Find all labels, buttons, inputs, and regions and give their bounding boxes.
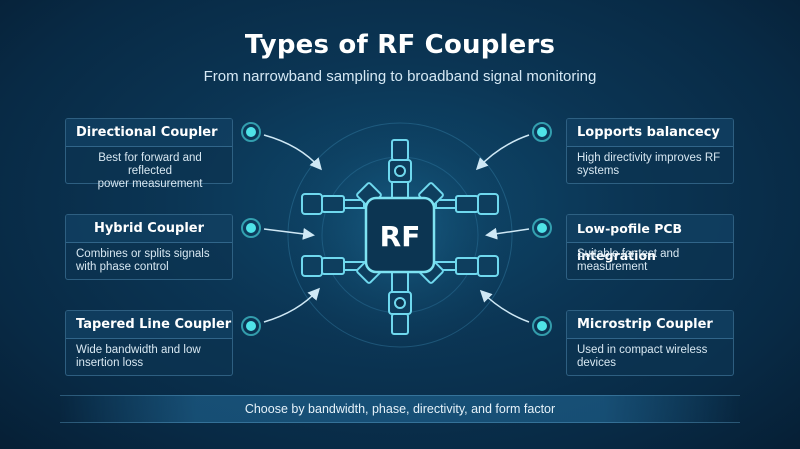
card-desc-line: measurement <box>577 261 648 273</box>
card-description: Used in compact wireless devices <box>567 339 733 370</box>
card-desc-line: devices <box>577 357 616 369</box>
card-hybrid-coupler: Hybrid Coupler Combines or splits signal… <box>65 214 233 280</box>
card-description: Wide bandwidth and low insertion loss <box>66 339 232 370</box>
card-desc-line: with phase control <box>76 261 169 273</box>
card-description: Combines or splits signals with phase co… <box>66 243 232 274</box>
rf-port-left-upper <box>301 193 365 215</box>
card-title: Low-pofile PCB integration <box>567 215 733 263</box>
card-desc-line: Combines or splits signals <box>76 248 210 260</box>
connector-arrows <box>263 134 530 323</box>
page-title: Types of RF Couplers <box>244 30 556 60</box>
card-desc-line: Used in compact wireless <box>577 344 708 356</box>
card-tapered-line-coupler: Tapered Line Coupler Wide bandwidth and … <box>65 310 233 376</box>
center-ring-outer <box>287 122 513 348</box>
card-desc-line: power measurement <box>97 178 203 190</box>
footer-text: Choose by bandwidth, phase, directivity,… <box>244 402 556 416</box>
rf-connector-bottom <box>388 269 412 335</box>
card-low-profile-pcb: Low-pofile PCB integration Suitable for … <box>566 214 734 280</box>
rf-chip-label: RF <box>380 220 421 253</box>
footer-banner: Choose by bandwidth, phase, directivity,… <box>60 395 740 423</box>
card-desc-line: Best for forward and reflected <box>98 152 202 177</box>
card-title: Lopports balancecy <box>567 119 733 147</box>
card-title: Hybrid Coupler <box>66 215 232 243</box>
card-title: Tapered Line Coupler <box>66 311 232 339</box>
card-title: Microstrip Coupler <box>567 311 733 339</box>
card-title: Directional Coupler <box>66 119 232 147</box>
card-description: Best for forward and reflected power mea… <box>66 147 232 191</box>
card-directional-coupler: Directional Coupler Best for forward and… <box>65 118 233 190</box>
card-microstrip-coupler: Microstrip Coupler Used in compact wirel… <box>566 310 734 376</box>
card-desc-line: High directivity improves RF <box>577 152 721 164</box>
rf-port-right-lower <box>435 255 499 277</box>
card-desc-line: systems <box>577 165 620 177</box>
rf-connector-top <box>388 139 412 203</box>
rf-port-left-lower <box>301 255 365 277</box>
node-dots <box>241 122 552 336</box>
card-description: High directivity improves RF systems <box>567 147 733 178</box>
card-desc-line: Wide bandwidth and low <box>76 344 201 356</box>
page-subtitle: From narrowband sampling to broadband si… <box>203 68 597 85</box>
card-desc-line: Suitable for test and <box>577 248 680 260</box>
rf-chip <box>364 196 436 274</box>
rf-port-right-upper <box>435 193 499 215</box>
card-description: Suitable for test and measurement <box>567 243 733 274</box>
card-desc-line: insertion loss <box>76 357 144 369</box>
card-lopports-balancecy: Lopports balancecy High directivity impr… <box>566 118 734 184</box>
